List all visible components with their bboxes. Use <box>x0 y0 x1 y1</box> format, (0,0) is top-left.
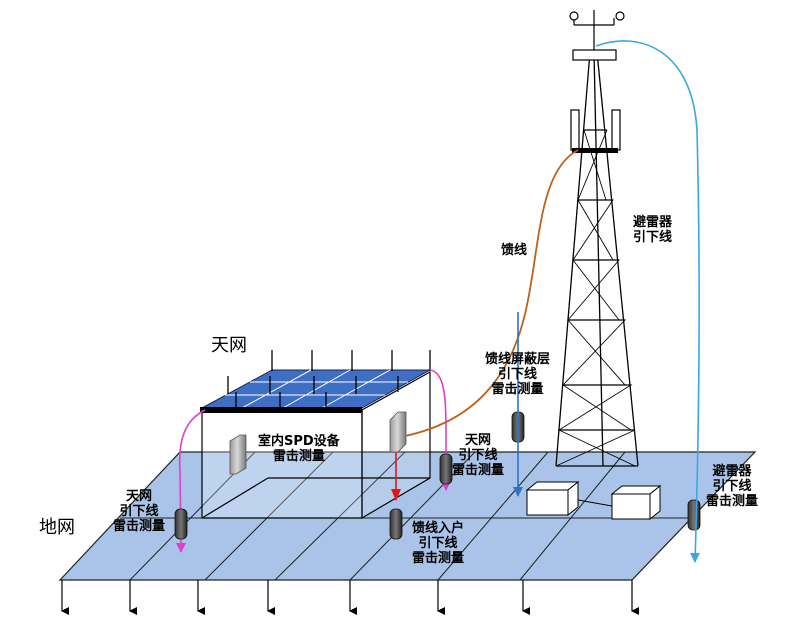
feeder-shield-line-2: 引下线 <box>498 366 538 382</box>
sky-down-right-line-3: 雷击测量 <box>452 462 505 478</box>
tower-arrester-line-2: 引下线 <box>633 229 673 245</box>
feeder-shield-label: 馈线屏蔽层 引下线 雷击测量 <box>485 352 551 398</box>
ground-grid-lines <box>120 451 692 581</box>
feeder-cable <box>404 149 579 437</box>
communication-tower <box>555 51 639 467</box>
sky-down-left-line-3: 雷击测量 <box>113 518 166 534</box>
feeder-entry-line-1: 馈线入户 <box>412 521 465 536</box>
arrester-ground-line-1: 避雷器 <box>712 464 752 479</box>
indoor-spd-line-1: 室内SPD设备 <box>258 434 340 449</box>
antenna-platform <box>572 148 618 153</box>
sky-down-right-label: 天网 引下线 雷击测量 <box>452 433 505 479</box>
arrester-ground-label: 避雷器 引下线 雷击测量 <box>706 464 759 510</box>
sky-grid-label: 天网 <box>211 335 247 356</box>
sky-down-left-line-2: 引下线 <box>119 503 159 519</box>
sky-down-right-line-2: 引下线 <box>458 447 498 463</box>
feeder-label: 馈线 <box>501 243 528 258</box>
ground-grid-label: 地网 <box>39 517 75 538</box>
feeder-shield-line-1: 馈线屏蔽层 <box>485 352 551 367</box>
tower-arrester-line-1: 避雷器 <box>633 215 673 230</box>
indoor-spd-device <box>229 434 247 475</box>
feeder-entry-label: 馈线入户 引下线 雷击测量 <box>412 521 465 567</box>
feeder-shield-line-3: 雷击测量 <box>491 381 544 397</box>
feeder-entry-line-2: 引下线 <box>418 535 458 551</box>
sky-down-left-line-1: 天网 <box>126 489 153 504</box>
sky-down-left-line <box>176 409 206 553</box>
arrester-ground-line-3: 雷击测量 <box>706 493 759 509</box>
feeder-entry-box <box>389 411 407 453</box>
feeder-entry-line-3: 雷击测量 <box>412 550 465 566</box>
indoor-spd-line-2: 雷击测量 <box>272 448 325 464</box>
roof-air-terminals <box>227 350 431 408</box>
roof-edge <box>200 407 362 413</box>
sky-down-right-line-1: 天网 <box>465 433 492 448</box>
sky-down-left-label: 天网 引下线 雷击测量 <box>113 489 166 535</box>
arrester-down-line <box>595 40 700 563</box>
measurement-cylinders <box>174 411 701 540</box>
tower-top <box>569 10 625 151</box>
indoor-spd-label: 室内SPD设备 雷击测量 <box>258 434 340 465</box>
arrester-ground-line-2: 引下线 <box>712 478 752 494</box>
sky-down-right-line <box>429 369 451 491</box>
tower-base-boxes <box>525 480 662 521</box>
tower-arrester-label: 避雷器 引下线 <box>633 215 673 246</box>
ground-rods <box>61 580 639 615</box>
tower-bracing <box>555 129 636 467</box>
